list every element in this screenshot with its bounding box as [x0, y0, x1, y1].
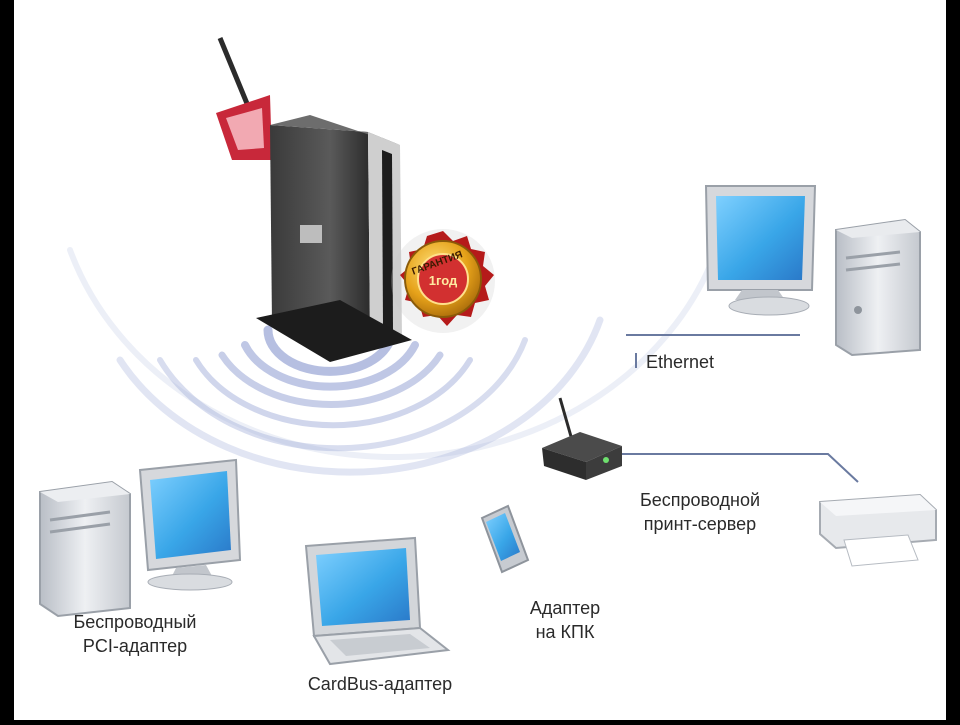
laptop-icon: [304, 536, 451, 666]
print-server-antenna: [558, 397, 574, 441]
warranty-badge: ГАРАНТИЯ 1год: [391, 229, 495, 333]
printer-icon: [819, 493, 937, 567]
printer-cable: [622, 453, 859, 483]
laptop-screen: [316, 548, 410, 626]
router-stand: [256, 300, 412, 362]
cardbus-adapter-label: CardBus-адаптер: [307, 674, 453, 694]
print-server-icon: [542, 397, 622, 480]
tower-case: [39, 480, 131, 618]
diagram-background: [14, 0, 946, 720]
pci-desktop-icon: [39, 458, 242, 618]
tower-case: [835, 218, 921, 357]
network-cables: [622, 334, 859, 483]
router-icon: [216, 37, 412, 362]
print-server-label-line1: Беспроводной: [639, 490, 761, 510]
wireless-signal-waves: [67, 237, 723, 476]
monitor-screen: [716, 196, 805, 280]
pci-adapter-label-line1: Беспроводный: [73, 612, 197, 632]
ethernet-label: Ethernet: [646, 352, 715, 372]
print-server-label-line2: принт-сервер: [643, 514, 757, 534]
pda-icon: [480, 504, 530, 574]
pda-adapter-label-line1: Адаптер: [529, 598, 601, 618]
pda-adapter-label-line2: на КПК: [535, 622, 595, 642]
monitor-screen: [150, 471, 231, 559]
pci-adapter-label-line2: PCI-адаптер: [82, 636, 188, 656]
badge-center-text: 1год: [429, 273, 458, 288]
ethernet-desktop-icon: [704, 185, 921, 357]
